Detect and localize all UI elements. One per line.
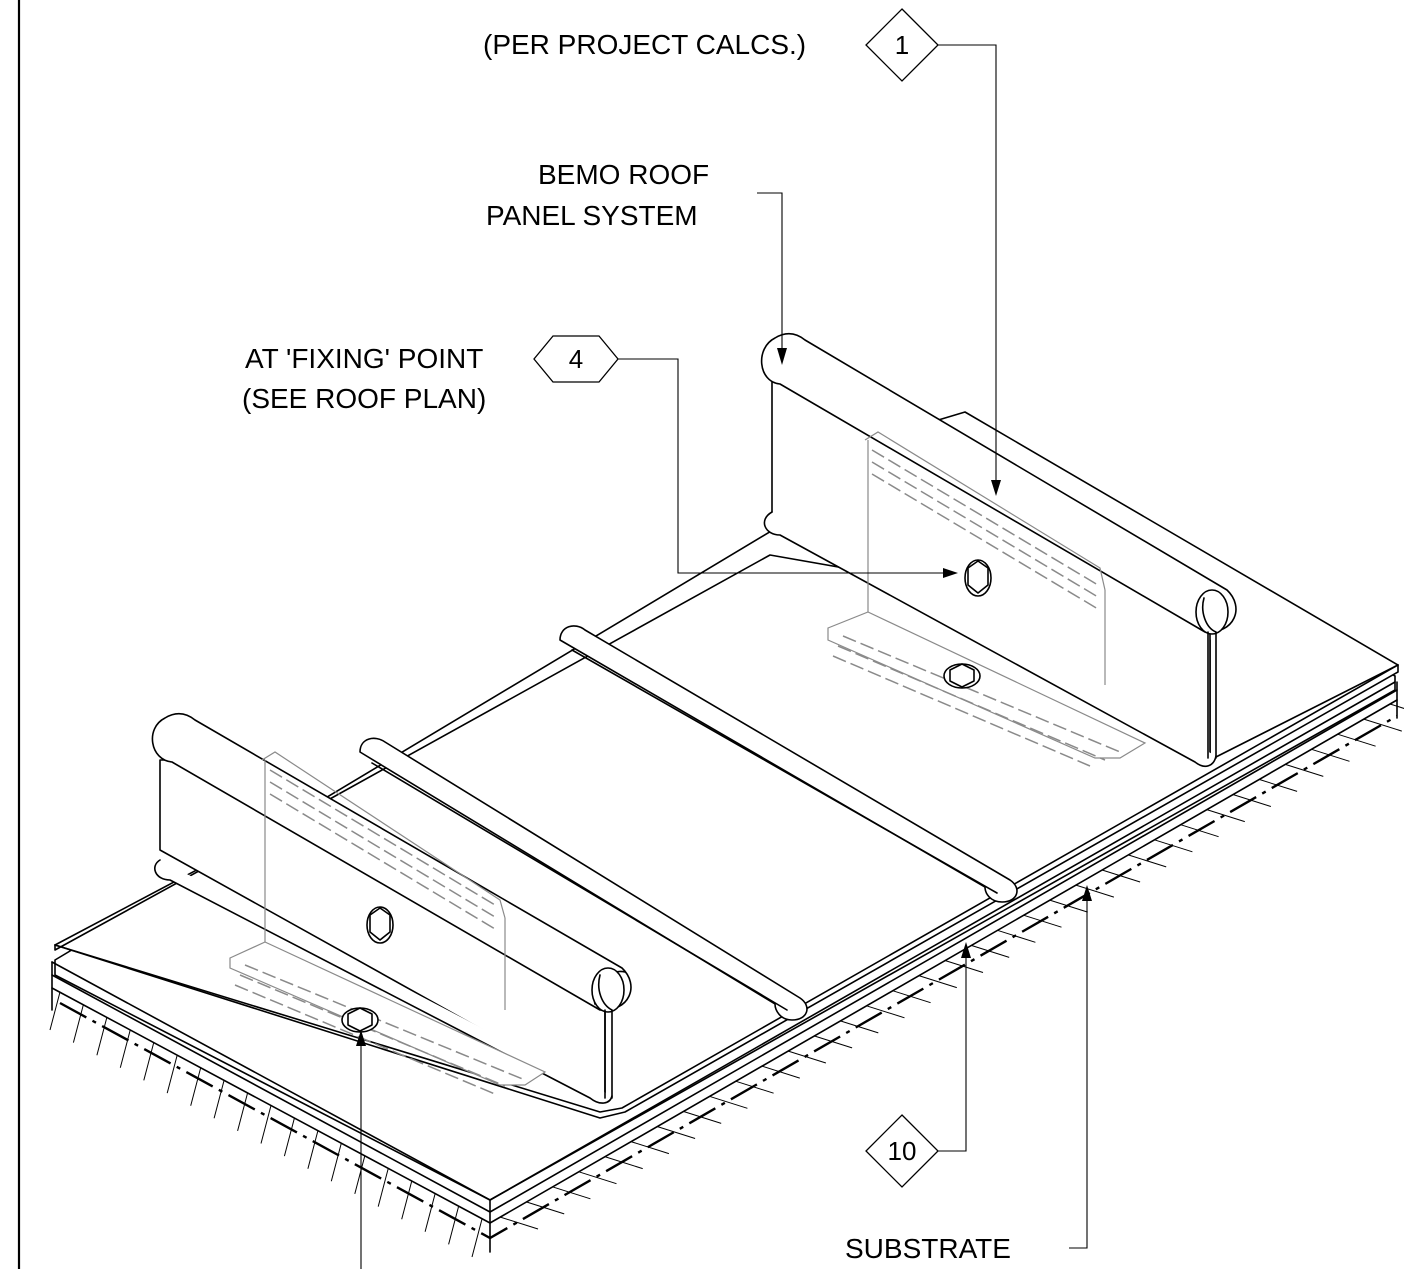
hatch-line bbox=[1049, 899, 1088, 913]
hatch-line bbox=[709, 1095, 748, 1109]
hatch-line bbox=[1023, 914, 1062, 928]
hatch-line bbox=[1389, 703, 1404, 709]
hatch-line bbox=[683, 1110, 722, 1124]
hatch-line bbox=[1180, 824, 1219, 838]
hatch-line bbox=[1363, 718, 1402, 732]
hatch-line bbox=[813, 1035, 853, 1049]
hatch-line bbox=[72, 1004, 84, 1043]
hatch-line bbox=[190, 1067, 202, 1106]
hatch-line bbox=[1206, 809, 1245, 823]
hatch-line bbox=[448, 1206, 460, 1245]
tag-1-diamond bbox=[865, 8, 939, 82]
left-hidden-clip bbox=[229, 751, 547, 1095]
hatch-line bbox=[944, 960, 984, 973]
hatch-line bbox=[1154, 839, 1193, 853]
hatch-line bbox=[735, 1080, 774, 1094]
bemo-roof-label: BEMO ROOF bbox=[538, 159, 710, 190]
hatch-line bbox=[1075, 884, 1115, 898]
minor-rib-1 bbox=[359, 737, 808, 1021]
fixing-point-label: AT 'FIXING' POINT bbox=[245, 343, 484, 374]
hatch-line bbox=[578, 1171, 617, 1185]
arrowhead-bemo bbox=[777, 348, 787, 365]
tag-10-diamond bbox=[865, 1114, 939, 1188]
minor-rib-2 bbox=[559, 625, 1018, 903]
fastener-right-lower bbox=[943, 663, 981, 689]
hatch-line bbox=[471, 1218, 483, 1258]
hatch-line bbox=[997, 929, 1036, 943]
hatch-line bbox=[166, 1054, 178, 1094]
arrowhead-substrate bbox=[1082, 885, 1092, 901]
hatch-line bbox=[1311, 748, 1350, 762]
hatch-line bbox=[96, 1017, 108, 1056]
substrate-centerline bbox=[59, 714, 1398, 1240]
substrate-hatching bbox=[49, 703, 1404, 1258]
hatch-line bbox=[1337, 733, 1376, 747]
hatch-line bbox=[1285, 763, 1324, 777]
fastener-left-lower bbox=[341, 1007, 379, 1033]
hatch-line bbox=[401, 1181, 413, 1220]
hatch-line bbox=[892, 990, 931, 1004]
leader-substrate bbox=[1069, 898, 1088, 1249]
hatch-line bbox=[552, 1186, 591, 1200]
arrowhead-bottom-fastener bbox=[356, 1030, 366, 1046]
hatch-line bbox=[424, 1193, 436, 1232]
leader-tag-10 bbox=[938, 955, 967, 1152]
hatch-line bbox=[213, 1080, 225, 1119]
hatch-line bbox=[866, 1005, 905, 1019]
leader-bemo bbox=[757, 192, 783, 350]
hatch-line bbox=[283, 1117, 295, 1157]
arrowhead-tag-1 bbox=[991, 480, 1001, 496]
hatch-line bbox=[307, 1130, 319, 1169]
hatch-line bbox=[971, 944, 1010, 958]
hatch-line bbox=[499, 1216, 539, 1230]
hatch-line bbox=[918, 975, 957, 989]
tag-4-hexagon bbox=[533, 335, 619, 383]
arrowhead-tag-4 bbox=[943, 568, 958, 578]
panel-system-label: PANEL SYSTEM bbox=[486, 200, 698, 231]
substrate-label: SUBSTRATE bbox=[845, 1233, 1011, 1264]
hatch-line bbox=[260, 1105, 272, 1144]
leader-tag-4 bbox=[618, 358, 945, 574]
hatch-line bbox=[1128, 854, 1167, 868]
hatch-line bbox=[377, 1168, 389, 1207]
fastener-left-upper bbox=[366, 906, 394, 944]
per-project-calcs-label: (PER PROJECT CALCS.) bbox=[483, 29, 807, 60]
hatch-line bbox=[119, 1029, 131, 1068]
see-roof-plan-label: (SEE ROOF PLAN) bbox=[242, 383, 487, 414]
hatch-line bbox=[787, 1050, 827, 1064]
hatch-line bbox=[526, 1201, 565, 1215]
hatch-line bbox=[604, 1156, 643, 1170]
hatch-line bbox=[1101, 869, 1141, 883]
hatch-line bbox=[237, 1092, 249, 1132]
tag-10-number: 10 bbox=[887, 1136, 917, 1166]
tag-4-number: 4 bbox=[568, 344, 584, 374]
hatch-line bbox=[49, 991, 61, 1031]
hatch-line bbox=[143, 1042, 155, 1081]
hatch-line bbox=[1258, 778, 1298, 792]
leader-tag-1 bbox=[938, 44, 997, 482]
right-hidden-clip bbox=[827, 431, 1147, 767]
hatch-line bbox=[354, 1155, 366, 1195]
tag-1-number: 1 bbox=[894, 30, 910, 60]
hatch-line bbox=[761, 1065, 800, 1079]
fastener-right-upper bbox=[964, 559, 992, 597]
hatch-line bbox=[840, 1020, 879, 1034]
hatch-line bbox=[1232, 794, 1272, 807]
hatch-line bbox=[330, 1143, 342, 1182]
hatch-line bbox=[630, 1141, 670, 1155]
hatch-line bbox=[656, 1126, 696, 1139]
arrowhead-tag-10 bbox=[961, 942, 971, 958]
leader-lines bbox=[356, 44, 1092, 1269]
